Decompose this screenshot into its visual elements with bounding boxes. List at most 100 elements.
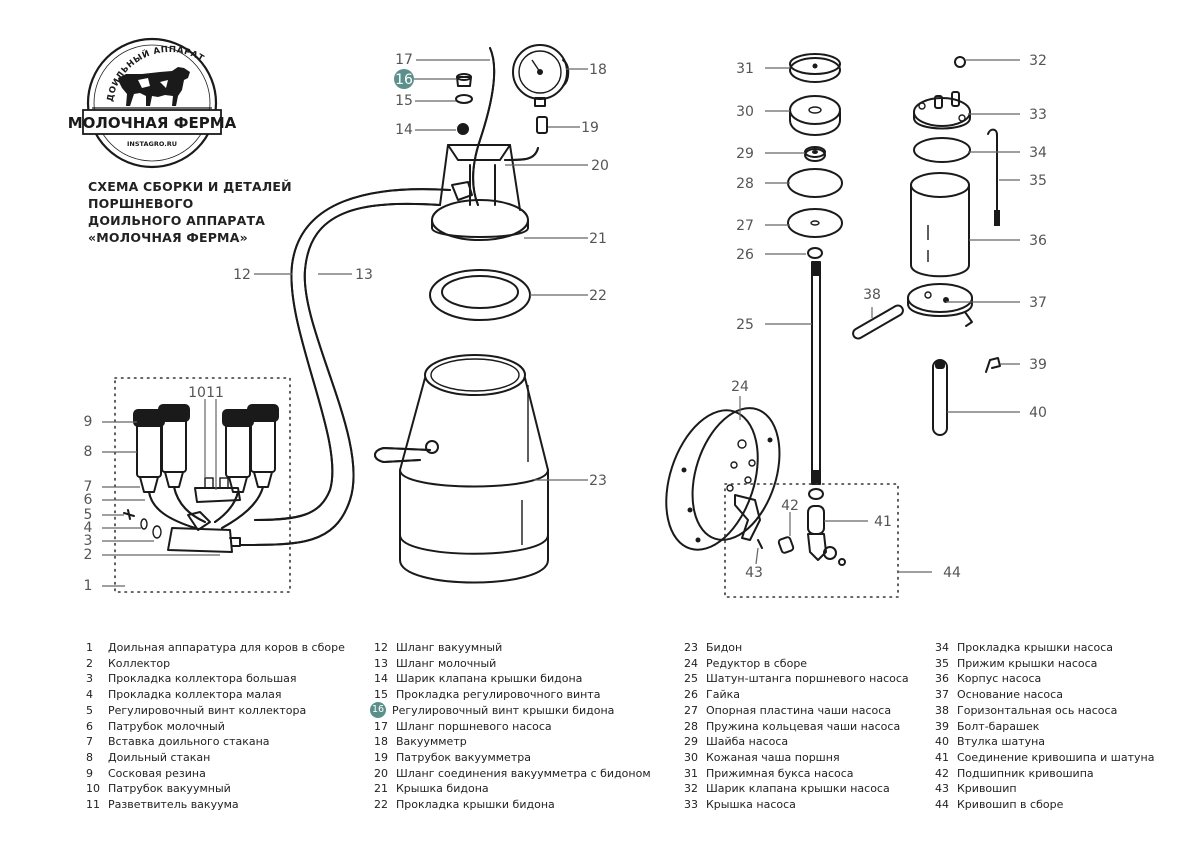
callout-number: 38 <box>863 287 881 303</box>
legend-number: 29 <box>684 735 698 749</box>
legend-number: 14 <box>374 672 388 686</box>
legend-text: Вакуумметр <box>396 735 467 749</box>
callout-number: 37 <box>1029 295 1047 311</box>
legend-number: 33 <box>684 798 698 812</box>
callout-number: 35 <box>1029 173 1047 189</box>
legend-text: Патрубок молочный <box>108 719 225 733</box>
callout-number: 12 <box>233 267 251 283</box>
legend-number: 32 <box>684 782 698 796</box>
legend-text: Соединение кривошипа и шатуна <box>957 750 1155 764</box>
callout-number: 25 <box>736 317 754 333</box>
callout-15: 15 <box>395 93 413 109</box>
legend-number: 12 <box>374 641 388 654</box>
callout-number: 41 <box>874 514 892 530</box>
legend-number: 31 <box>684 766 698 780</box>
legend-number: 34 <box>935 641 949 654</box>
legend-text: Шланг поршневого насоса <box>396 719 552 733</box>
callout-number: 2 <box>84 547 93 563</box>
title-line: ДОИЛЬНОГО АППАРАТА <box>88 213 266 228</box>
callout-13: 13 <box>355 267 373 283</box>
callout-33: 33 <box>1029 107 1047 123</box>
callout-18: 18 <box>589 62 607 78</box>
legend-number: 26 <box>684 688 698 702</box>
callout-11: 11 <box>206 385 224 401</box>
legend-text: Шланг молочный <box>396 656 497 670</box>
callout-number: 23 <box>589 473 607 489</box>
legend-text: Прижимная букса насоса <box>706 766 854 780</box>
title-line: ПОРШНЕВОГО <box>88 196 194 211</box>
legend-item: 12 Шланг вакуумный <box>374 640 651 656</box>
legend-text: Регулировочный винт крышки бидона <box>392 703 615 717</box>
callout-10: 10 <box>188 385 206 401</box>
cluster-boundary <box>114 377 291 593</box>
callout-number: 18 <box>589 62 607 78</box>
legend-text: Сосковая резина <box>108 766 206 780</box>
callout-29: 29 <box>736 146 754 162</box>
callout-22: 22 <box>589 288 607 304</box>
legend-number: 8 <box>86 750 93 764</box>
callout-40: 40 <box>1029 405 1047 421</box>
legend-text: Подшипник кривошипа <box>957 766 1094 780</box>
legend-text: Прокладка крышки бидона <box>396 798 555 812</box>
callout-number: 43 <box>745 565 763 581</box>
pump-stack <box>787 53 843 485</box>
callout-5: 5 <box>84 507 93 523</box>
callout-number: 7 <box>84 479 93 495</box>
callout-4: 4 <box>84 520 93 536</box>
callout-number: 30 <box>736 104 754 120</box>
hoses <box>239 188 451 546</box>
legend-number: 36 <box>935 672 949 686</box>
callout-35: 35 <box>1029 173 1047 189</box>
callout-20: 20 <box>591 158 609 174</box>
callout-23: 23 <box>589 473 607 489</box>
legend-text: Шланг вакуумный <box>396 641 503 654</box>
legend-number: 30 <box>684 750 698 764</box>
legend-text: Прокладка регулировочного винта <box>396 688 601 702</box>
callout-number: 19 <box>581 120 599 136</box>
legend-text: Кривошип <box>957 782 1017 796</box>
legend-number: 18 <box>374 735 388 749</box>
legend-number: 43 <box>935 782 949 796</box>
legend-text: Регулировочный винт коллектора <box>108 703 307 717</box>
legend-number: 13 <box>374 656 388 670</box>
legend-number: 44 <box>935 798 949 812</box>
leader-lines <box>102 59 1020 587</box>
legend-number: 23 <box>684 641 698 654</box>
title-line: «МОЛОЧНАЯ ФЕРМА» <box>88 230 248 245</box>
legend-text: Опорная пластина чаши насоса <box>706 703 892 717</box>
callout-number: 8 <box>84 444 93 460</box>
legend-text: Бидон <box>706 641 743 654</box>
legend-number: 39 <box>935 719 949 733</box>
legend-number: 11 <box>86 798 100 812</box>
legend-text: Шланг соединения вакуумметра с бидоном <box>396 766 651 780</box>
callout-number: 24 <box>731 379 749 395</box>
callout-number: 9 <box>84 414 93 430</box>
legend-number: 6 <box>86 719 93 733</box>
logo: ДОИЛЬНЫЙ АППАРАТ МОЛОЧНАЯ ФЕРМА INSTAGRO… <box>68 37 237 169</box>
callout-7: 7 <box>84 479 93 495</box>
callout-number: 29 <box>736 146 754 162</box>
legend-text: Болт-барашек <box>957 719 1040 733</box>
legend-item: 31 Прижимная букса насоса <box>684 766 909 782</box>
callout-39: 39 <box>1029 357 1047 373</box>
legend-item: 13 Шланг молочный <box>374 656 651 672</box>
callout-number: 15 <box>395 93 413 109</box>
